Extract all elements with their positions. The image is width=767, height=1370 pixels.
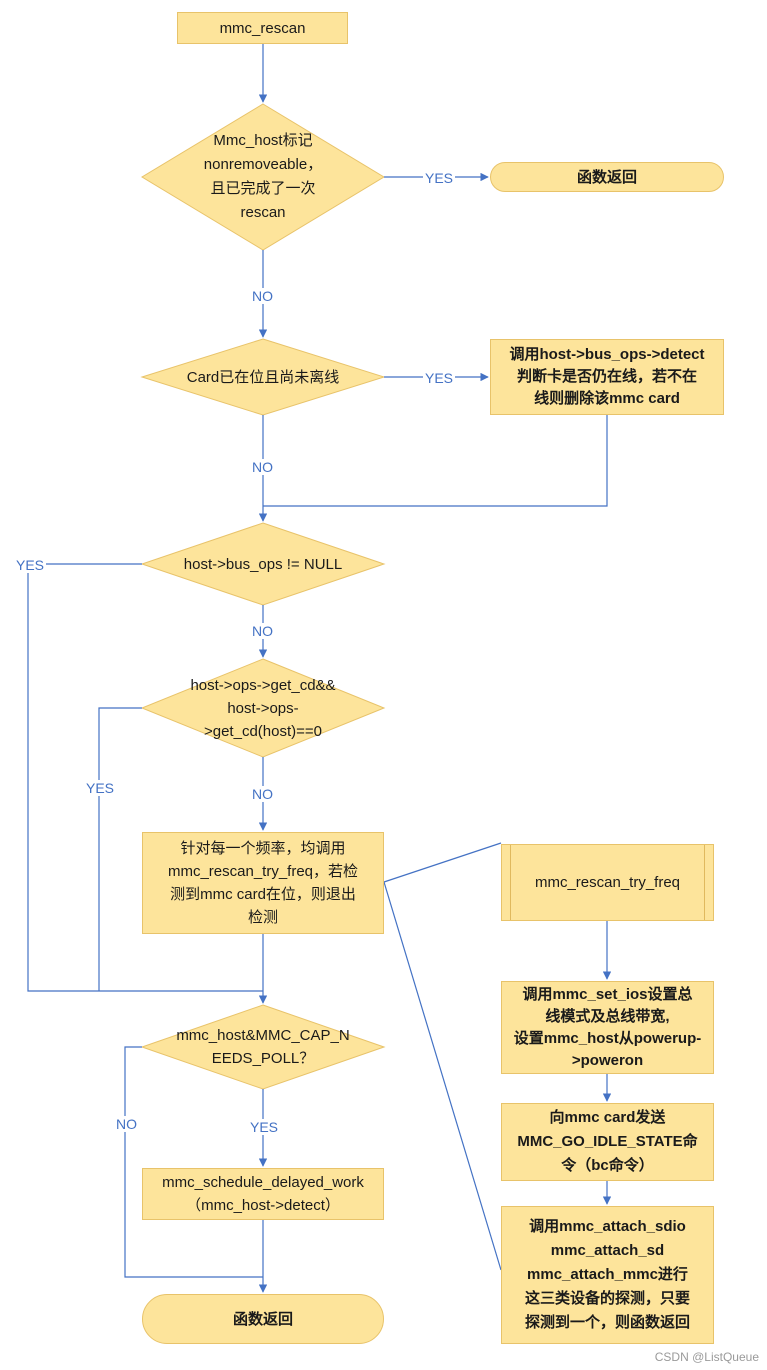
edge-freq-to-subprocess — [383, 842, 502, 883]
attach-box: 调用mmc_attach_sdio mmc_attach_sd mmc_atta… — [501, 1206, 714, 1344]
label-no-1: NO — [250, 288, 275, 304]
detect-box: 调用host->bus_ops->detect 判断卡是否仍在线，若不在 线则删… — [490, 339, 724, 415]
go-idle-box: 向mmc card发送 MMC_GO_IDLE_STATE命 令（bc命令） — [501, 1103, 714, 1181]
label-no-4: NO — [250, 786, 275, 802]
set-ios-box: 调用mmc_set_ios设置总 线模式及总线带宽, 设置mmc_host从po… — [501, 981, 714, 1074]
edge-d3-yes — [27, 563, 263, 992]
label-no-3: NO — [250, 623, 275, 639]
edge-detect-merge — [263, 415, 608, 507]
decision-nonremovable-text: Mmc_host标记 nonremoveable， 且已完成了一次 rescan — [203, 132, 323, 221]
decision-bus-ops-text: host->bus_ops != NULL — [183, 555, 343, 573]
start-node: mmc_rescan — [177, 12, 348, 44]
watermark: CSDN @ListQueue — [654, 1350, 759, 1364]
end-node-bottom: 函数返回 — [142, 1294, 384, 1344]
decision-get-cd-text: host->ops->get_cd&& host->ops- >get_cd(h… — [190, 676, 336, 740]
end-node-top: 函数返回 — [490, 162, 724, 192]
connector-lines — [27, 44, 612, 1293]
label-yes-5: YES — [248, 1119, 281, 1135]
subprocess-stripe-left — [510, 845, 511, 920]
freq-loop-box: 针对每一个频率，均调用 mmc_rescan_try_freq，若检 测到mmc… — [142, 832, 384, 934]
edge-d4-yes — [98, 707, 142, 991]
label-yes-1: YES — [423, 170, 456, 186]
label-yes-2: YES — [423, 370, 456, 386]
decision-card-present-text: Card已在位且尚未离线 — [186, 368, 340, 386]
schedule-work-box: mmc_schedule_delayed_work （mmc_host->det… — [142, 1168, 384, 1220]
label-no-2: NO — [250, 459, 275, 475]
subprocess-title: mmc_rescan_try_freq — [534, 874, 681, 891]
decision-poll-text: mmc_host&MMC_CAP_N EEDS_POLL？ — [176, 1027, 350, 1067]
subprocess-stripe-right — [704, 845, 705, 920]
subprocess-box: mmc_rescan_try_freq — [501, 844, 714, 921]
label-yes-3: YES — [14, 557, 47, 573]
edge-d5-no — [124, 1046, 263, 1278]
label-no-5: NO — [114, 1116, 139, 1132]
label-yes-4: YES — [84, 780, 117, 796]
edge-freq-to-attach — [383, 881, 502, 1271]
